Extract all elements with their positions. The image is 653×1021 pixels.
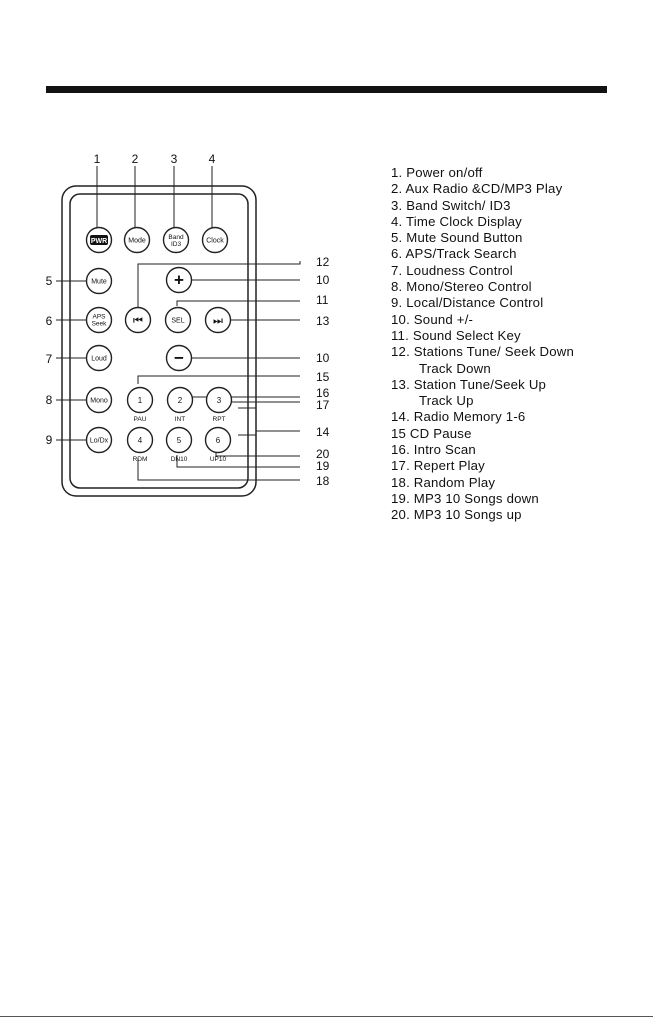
aps-seek-button[interactable]: APS Seek: [85, 306, 113, 334]
callout-9: 9: [46, 433, 53, 447]
loud-button-label: Loud: [91, 356, 107, 363]
mode-button-label: Mode: [128, 238, 146, 245]
band-button-sublabel: ID3: [171, 241, 182, 248]
legend-item-1: 1. Power on/off: [391, 165, 483, 180]
sel-button-label: SEL: [171, 318, 184, 325]
callout-6: 6: [46, 314, 53, 328]
preset-4-label: 4: [138, 436, 143, 445]
skip-forward-icon: ⏭: [213, 315, 223, 327]
aps-button-label: APS: [92, 314, 106, 321]
callout-12: 12: [316, 255, 330, 269]
skip-back-icon: ⏮: [133, 315, 143, 327]
int-sublabel: INT: [175, 416, 186, 423]
remote-outer-shell: [61, 185, 257, 497]
legend-item-12: 12. Stations Tune/ Seek Down: [391, 344, 575, 360]
preset-2-button[interactable]: 2: [166, 386, 194, 414]
mode-button[interactable]: Mode: [123, 226, 151, 254]
callout-17: 17: [316, 398, 330, 412]
legend-item-17: 17. Repert Play: [391, 458, 485, 474]
preset-2-label: 2: [178, 396, 183, 405]
preset-5-label: 5: [177, 436, 182, 445]
callout-10-bottom: 10: [316, 351, 330, 365]
power-button[interactable]: PWR: [85, 226, 113, 254]
lodx-button-label: Lo/Dx: [90, 438, 109, 445]
callout-3: 3: [171, 152, 178, 166]
loud-button[interactable]: Loud: [85, 344, 113, 372]
callout-18: 18: [316, 474, 330, 488]
legend-item-18: 18. Random Play: [391, 474, 496, 490]
legend-item-4: 4. Time Clock Display: [391, 213, 522, 229]
callout-8: 8: [46, 393, 53, 407]
legend-item-20: 20. MP3 10 Songs up: [391, 507, 522, 523]
preset-4-button[interactable]: 4: [126, 426, 154, 454]
pau-sublabel: PAU: [134, 416, 147, 423]
legend-item-13-continued: Track Up: [419, 393, 474, 409]
plus-icon: +: [174, 271, 184, 290]
remote-control-diagram: PWR Mode Band ID3 Clock Mute APS Seek Lo…: [46, 152, 330, 497]
legend-item-13: 13. Station Tune/Seek Up: [391, 376, 547, 392]
aps-button-sublabel: Seek: [92, 321, 108, 328]
callout-2: 2: [132, 152, 139, 166]
mono-button-label: Mono: [90, 398, 108, 405]
legend-item-5: 5. Mute Sound Button: [391, 230, 523, 246]
legend-item-6: 6. APS/Track Search: [391, 246, 517, 262]
mono-button[interactable]: Mono: [85, 386, 113, 414]
volume-up-button[interactable]: +: [165, 266, 193, 294]
preset-3-button[interactable]: 3: [205, 386, 233, 414]
preset-1-label: 1: [138, 396, 143, 405]
legend-item-3: 3. Band Switch/ ID3: [391, 197, 511, 213]
legend-item-14: 14. Radio Memory 1-6: [391, 409, 526, 425]
preset-6-button[interactable]: 6: [204, 426, 232, 454]
callout-11: 11: [316, 293, 329, 307]
legend-item-10: 10. Sound +/-: [391, 311, 474, 327]
callout-4: 4: [209, 152, 216, 166]
callout-19: 19: [316, 459, 330, 473]
preset-1-button[interactable]: 1: [126, 386, 154, 414]
band-button-label: Band: [168, 234, 184, 241]
legend-item-11: 11. Sound Select Key: [391, 327, 521, 343]
power-button-label: PWR: [91, 238, 107, 245]
seek-down-button[interactable]: ⏮: [124, 306, 152, 334]
legend-item-7: 7. Loudness Control: [391, 262, 513, 278]
callout-13: 13: [316, 314, 330, 328]
lodx-button[interactable]: Lo/Dx: [85, 426, 113, 454]
up10-sublabel: UP10: [210, 456, 227, 463]
callout-7: 7: [46, 352, 53, 366]
minus-icon: −: [174, 349, 184, 368]
legend-item-12-continued: Track Down: [419, 360, 491, 376]
seek-up-button[interactable]: ⏭: [204, 306, 232, 334]
preset-3-label: 3: [217, 396, 222, 405]
sel-button[interactable]: SEL: [164, 306, 192, 334]
remote-inner-panel: [69, 193, 249, 489]
mute-button[interactable]: Mute: [85, 267, 113, 295]
legend-item-9: 9. Local/Distance Control: [391, 295, 544, 311]
callout-5: 5: [46, 274, 53, 288]
rpt-sublabel: RPT: [213, 416, 226, 423]
callout-14: 14: [316, 425, 330, 439]
preset-5-button[interactable]: 5: [165, 426, 193, 454]
callout-15: 15: [316, 370, 330, 384]
callout-1: 1: [94, 152, 101, 166]
dn10-sublabel: DN10: [171, 456, 188, 463]
callout-20: 20: [316, 447, 330, 461]
preset-6-label: 6: [216, 436, 221, 445]
callout-16: 16: [316, 386, 330, 400]
callout-lines: [56, 166, 301, 481]
footer-rule: [0, 1016, 653, 1017]
rdm-sublabel: RDM: [133, 456, 148, 463]
legend-item-2: 2. Aux Radio &CD/MP3 Play: [391, 181, 563, 197]
mute-button-label: Mute: [91, 279, 107, 286]
function-legend: 1. Power on/off 2. Aux Radio &CD/MP3 Pla…: [391, 165, 653, 524]
legend-item-19: 19. MP3 10 Songs down: [391, 490, 539, 506]
clock-button-label: Clock: [206, 238, 224, 245]
legend-item-15: 15 CD Pause: [391, 425, 472, 441]
legend-item-16: 16. Intro Scan: [391, 442, 476, 458]
band-button[interactable]: Band ID3: [162, 226, 190, 254]
callout-10-top: 10: [316, 273, 330, 287]
header-rule: [46, 86, 607, 93]
callout-numbers: 1 2 3 4 5 6 7 8 9 12 10 11 13 10 15 16 1…: [46, 152, 330, 488]
clock-button[interactable]: Clock: [201, 226, 229, 254]
volume-down-button[interactable]: −: [165, 344, 193, 372]
legend-item-8: 8. Mono/Stereo Control: [391, 279, 532, 295]
